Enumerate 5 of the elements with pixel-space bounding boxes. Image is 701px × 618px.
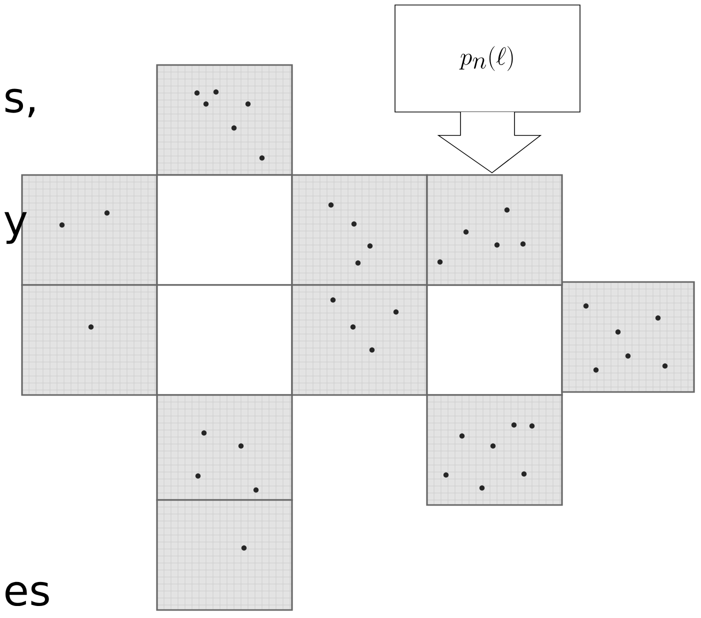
text-fragment: s,: [5, 88, 34, 118]
block-arrow: [437, 112, 542, 174]
lattice-cell: [426, 174, 563, 286]
text-fragment: es: [6, 582, 49, 606]
callout-box: $p_n(\ell)$: [394, 4, 580, 112]
